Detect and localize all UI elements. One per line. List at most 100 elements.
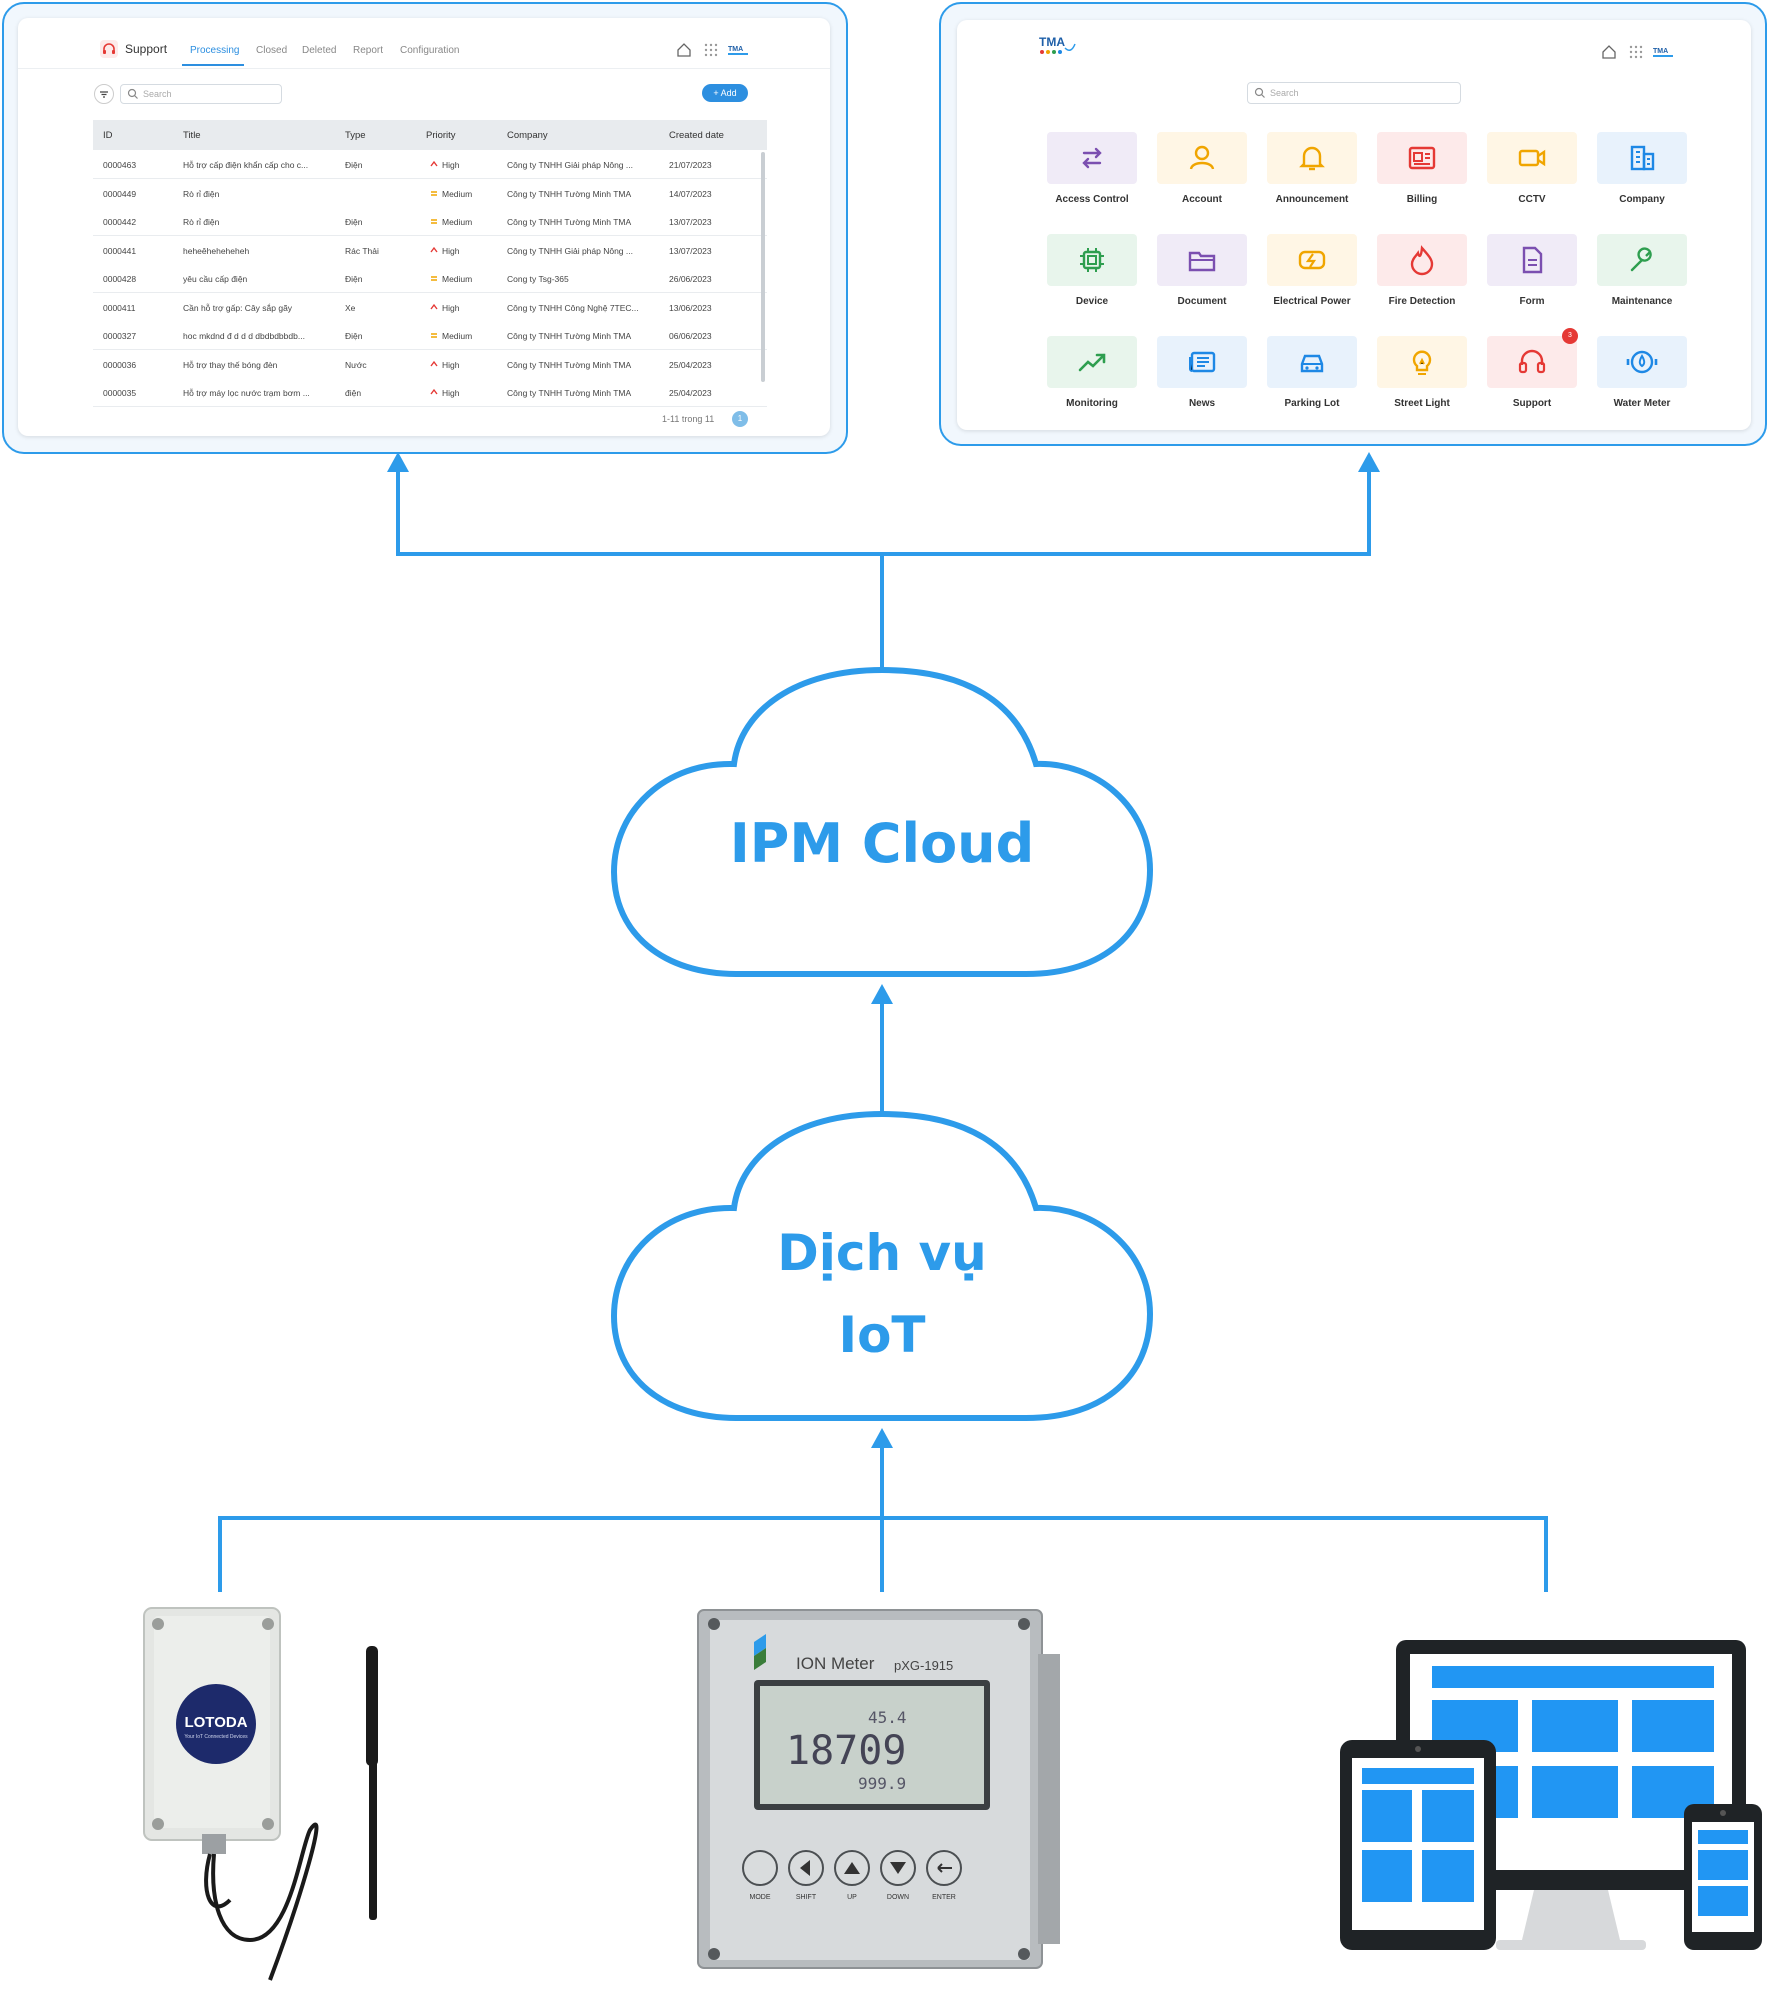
- connector-iot-to-ipm: [880, 1004, 884, 1112]
- app-tile-account[interactable]: [1157, 132, 1247, 184]
- apps-grid-icon[interactable]: [1629, 45, 1643, 64]
- column-created-date[interactable]: Created date: [669, 130, 724, 141]
- search-placeholder: Search: [1270, 88, 1299, 98]
- tab-deleted[interactable]: Deleted: [302, 45, 337, 56]
- trend-up-icon: [1078, 353, 1106, 372]
- cell-priority: High: [442, 245, 460, 256]
- column-title[interactable]: Title: [183, 130, 201, 141]
- apps-search-input[interactable]: Search: [1247, 82, 1461, 104]
- svg-text:TMA: TMA: [1653, 48, 1668, 55]
- home-icon[interactable]: [676, 42, 692, 63]
- app-tile-announcement[interactable]: [1267, 132, 1357, 184]
- bill-icon: [1408, 146, 1436, 170]
- meter-up-label[interactable]: UP: [847, 1894, 857, 1901]
- app-tile-document[interactable]: [1157, 234, 1247, 286]
- app-label-document: Document: [1177, 296, 1227, 307]
- tab-closed[interactable]: Closed: [256, 45, 288, 56]
- table-scrollbar[interactable]: [761, 152, 765, 382]
- tma-logo-text: TMA: [1039, 35, 1065, 49]
- page-1-button[interactable]: 1: [732, 411, 748, 427]
- app-label-support: Support: [1512, 398, 1552, 409]
- headset-icon: [100, 40, 118, 58]
- bell-icon: [1299, 146, 1325, 171]
- home-icon[interactable]: [1601, 44, 1617, 65]
- column-priority[interactable]: Priority: [426, 130, 456, 141]
- app-tile-electrical-power[interactable]: [1267, 234, 1357, 286]
- cell-company: Công ty TNHH Tường Minh TMA: [507, 188, 632, 199]
- column-type[interactable]: Type: [345, 130, 366, 141]
- cell-company: Công ty TNHH Tường Minh TMA: [507, 331, 632, 341]
- active-tab-indicator: [182, 64, 244, 66]
- app-tile-cctv[interactable]: [1487, 132, 1577, 184]
- app-tile-fire-detection[interactable]: [1377, 234, 1467, 286]
- arrow-to-support-panel: [387, 452, 409, 472]
- client-screens-illustration: [1336, 1636, 1766, 1956]
- app-tile-news[interactable]: [1157, 336, 1247, 388]
- camera-icon: [1518, 149, 1546, 167]
- app-tile-form[interactable]: [1487, 234, 1577, 286]
- app-title: Support: [125, 42, 168, 56]
- cell-priority: Medium: [442, 331, 473, 341]
- apps-grid-icon[interactable]: [704, 43, 718, 62]
- app-tile-water-meter[interactable]: [1597, 336, 1687, 388]
- app-label-water-meter: Water Meter: [1613, 398, 1671, 409]
- cell-type: điện: [345, 388, 362, 398]
- add-button[interactable]: + Add: [702, 84, 748, 102]
- cell-company: Công ty TNHH Tường Minh TMA: [507, 217, 632, 227]
- building-icon: [1630, 145, 1655, 171]
- column-company[interactable]: Company: [507, 130, 548, 141]
- cell-company: Công ty TNHH Công Nghệ 7TEC...: [507, 302, 639, 313]
- cell-id: 0000463: [103, 160, 137, 170]
- support-search-input[interactable]: Search: [120, 84, 282, 104]
- app-tile-maintenance[interactable]: [1597, 234, 1687, 286]
- cell-date: 14/07/2023: [669, 188, 712, 199]
- connector-to-sensor: [218, 1516, 222, 1592]
- meter-enter-label[interactable]: ENTER: [932, 1894, 956, 1901]
- tab-configuration[interactable]: Configuration: [400, 45, 460, 56]
- support-top-bar: Support Processing Closed Deleted Report…: [18, 18, 830, 69]
- tab-report[interactable]: Report: [353, 45, 384, 56]
- app-label-news: News: [1188, 398, 1216, 409]
- tablet-icon: [1340, 1740, 1496, 1950]
- app-tile-parking-lot[interactable]: [1267, 336, 1357, 388]
- power-icon: [1298, 250, 1326, 270]
- add-button-label: + Add: [713, 88, 737, 98]
- app-tile-access-control[interactable]: [1047, 132, 1137, 184]
- filter-button[interactable]: [94, 84, 114, 104]
- app-tile-company[interactable]: [1597, 132, 1687, 184]
- app-tile-street-light[interactable]: [1377, 336, 1467, 388]
- tab-processing[interactable]: Processing: [190, 45, 240, 56]
- app-tile-device[interactable]: [1047, 234, 1137, 286]
- meter-model: pXG-1915: [894, 1658, 954, 1673]
- pagination-text: 1-11 trong 11: [662, 414, 715, 424]
- connector-to-screens: [1544, 1516, 1548, 1592]
- cell-company: Công ty TNHH Giải pháp Nông ...: [507, 245, 633, 256]
- tma-logo-icon: TMA: [728, 42, 748, 61]
- iot-cloud-label-line2: IoT: [838, 1306, 926, 1364]
- cell-priority: High: [442, 302, 460, 313]
- priority-high-icon: [430, 388, 438, 395]
- cell-type: Rác Thải: [345, 245, 379, 256]
- meter-title: ION Meter: [796, 1654, 875, 1673]
- app-tile-billing[interactable]: [1377, 132, 1467, 184]
- meter-down-label[interactable]: DOWN: [886, 1894, 910, 1901]
- cell-id: 0000441: [103, 245, 137, 256]
- meter-shift-label[interactable]: SHIFT: [795, 1894, 817, 1901]
- column-id[interactable]: ID: [103, 130, 113, 141]
- iot-cloud-label-line1: Dịch vụ: [777, 1224, 987, 1282]
- app-tile-support[interactable]: [1487, 336, 1577, 388]
- cell-type: Xe: [345, 302, 356, 313]
- app-tile-monitoring[interactable]: [1047, 336, 1137, 388]
- meter-mode-label[interactable]: MODE: [749, 1894, 771, 1901]
